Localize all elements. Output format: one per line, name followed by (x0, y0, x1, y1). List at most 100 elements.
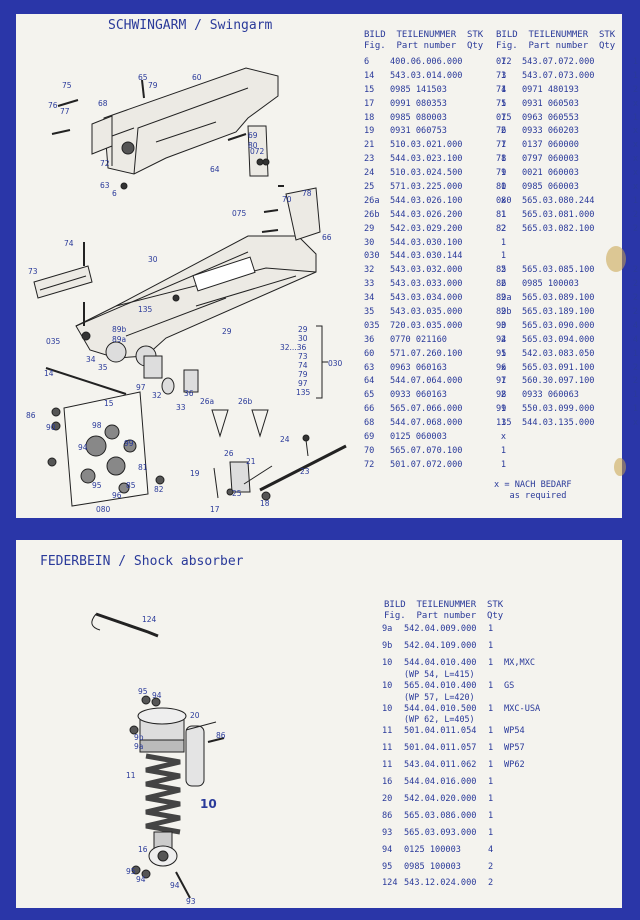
svg-text:95: 95 (126, 867, 136, 876)
cell-fig: 23 (364, 154, 375, 165)
shock-title: FEDERBEIN / Shock absorber (40, 554, 244, 569)
cell-qty: x (632, 182, 638, 193)
diagram-callout-label: 30 (298, 334, 308, 343)
cell-fig: 86 (382, 810, 393, 821)
svg-text:21: 21 (246, 457, 256, 466)
cell-part: 544.03.026.100 (390, 195, 463, 206)
cell-fig: 65 (364, 390, 375, 401)
svg-text:97: 97 (298, 379, 308, 388)
diagram-callout-label: 64 (210, 165, 220, 174)
cell-part: 565.07.066.000 (390, 404, 463, 415)
cell-fig: 34 (364, 293, 375, 304)
svg-text:23: 23 (300, 467, 310, 476)
cell-qty: 1 (500, 70, 506, 81)
cell-fig: 10 (382, 703, 393, 714)
cell-fig: 135 (496, 418, 512, 429)
diagram-callout-label: 072 (250, 147, 265, 156)
diagram-callout-label: 15 (104, 399, 114, 408)
svg-text:94: 94 (78, 443, 88, 452)
swingarm-header-right: BILD TEILENUMMER STK Fig. Part number Qt… (496, 30, 616, 51)
cell-fig: 98 (496, 390, 507, 401)
cell-part: 543.07.072.000 (522, 57, 595, 67)
cell-sub: (WP 57, L=420) (404, 691, 475, 702)
diagram-callout-label: 66 (322, 233, 332, 242)
diagram-callout-label: 29 (222, 327, 232, 336)
svg-text:15: 15 (104, 399, 114, 408)
cell-qty: 2 (500, 293, 506, 304)
footnote-as-required: x = NACH BEDARF as required (494, 480, 572, 501)
svg-text:19: 19 (190, 469, 200, 478)
svg-text:82: 82 (154, 485, 164, 494)
swingarm-title: SCHWINGARM / Swingarm (108, 18, 273, 33)
cell-fig: 124 (382, 878, 398, 889)
cell-part: 565.03.089.100 (522, 293, 595, 304)
cell-fig: 77 (496, 140, 507, 151)
cell-part: 544.04.010.400 (404, 657, 477, 668)
cell-qty: 1 (488, 777, 494, 788)
diagram-callout-label: 79 (298, 370, 308, 379)
diagram-callout-label: 16 (138, 845, 148, 854)
cell-part: 543.03.033.000 (390, 279, 463, 290)
cell-fig: 30 (364, 237, 375, 248)
svg-text:85: 85 (126, 481, 136, 490)
svg-text:17: 17 (210, 505, 220, 514)
cell-fig: 11 (382, 760, 393, 771)
cell-part: 565.03.082.100 (522, 223, 595, 234)
cell-fig: 86 (496, 279, 507, 290)
cell-note: MXC-USA (504, 703, 541, 714)
cell-fig: 9b (382, 640, 393, 651)
cell-qty: x (500, 432, 506, 443)
cell-qty: 3 (500, 320, 506, 331)
cell-fig: 75 (496, 98, 507, 109)
diagram-callout-label: 82 (154, 485, 164, 494)
diagram-callout-label: 32...36 (280, 343, 306, 352)
cell-qty: 2 (500, 334, 506, 345)
cell-qty: x (632, 98, 638, 109)
diagram-callout-label: 94 (136, 875, 146, 884)
svg-text:89b: 89b (112, 325, 127, 334)
svg-text:94: 94 (136, 875, 146, 884)
diagram-callout-label: 95 (126, 867, 136, 876)
cell-qty: 2 (632, 209, 638, 220)
cell-part: 400.06.006.000 (390, 57, 463, 67)
diagram-callout-label: 68 (98, 99, 108, 108)
cell-qty: 2 (632, 279, 638, 290)
cell-qty: 1 (500, 182, 506, 193)
cell-qty: 1 (500, 98, 506, 109)
diagram-callout-label: 63 (100, 181, 110, 190)
svg-text:29: 29 (298, 325, 308, 334)
svg-text:76: 76 (48, 101, 58, 110)
cell-part: 565.03.085.100 (522, 265, 595, 276)
cell-fig: 94 (382, 844, 393, 855)
diagram-callout-label: 9b (134, 733, 144, 742)
cell-qty: 1 (632, 70, 638, 81)
cell-qty: 1 (500, 84, 506, 95)
cell-qty: x (632, 154, 638, 165)
diagram-callout-label: 19 (190, 469, 200, 478)
cell-qty: 1 (500, 112, 506, 123)
cell-fig: 29 (364, 223, 375, 234)
cell-fig: 18 (364, 112, 375, 123)
cell-part: 543.04.011.062 (404, 760, 477, 771)
cell-fig: 25 (364, 182, 375, 193)
cell-qty: 1 (488, 743, 494, 754)
cell-part: 501.07.072.000 (390, 459, 463, 470)
